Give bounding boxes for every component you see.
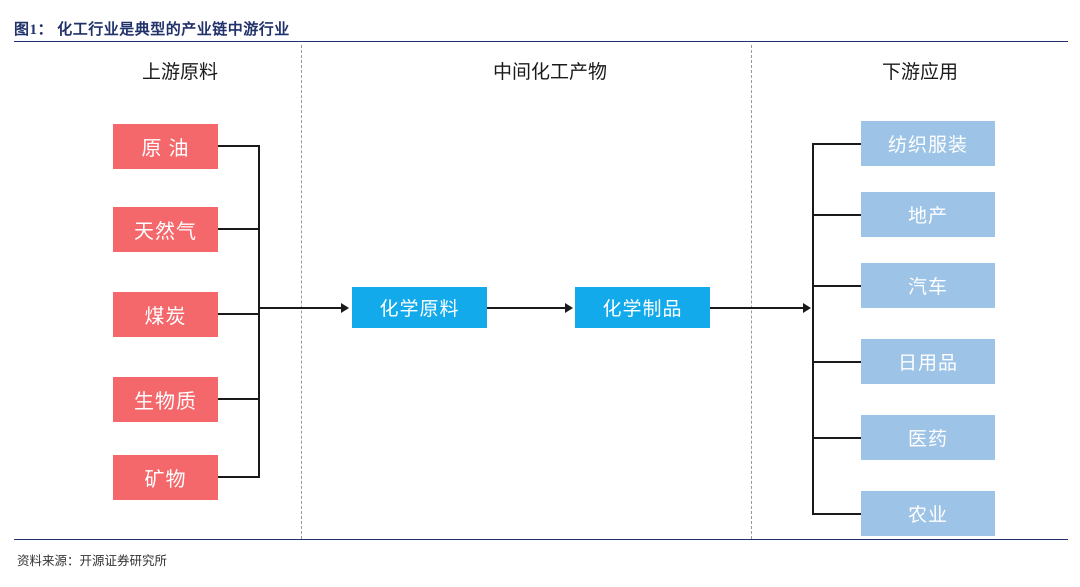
connector-stub-pharma <box>812 437 862 440</box>
connector-stub-textiles <box>812 143 862 146</box>
column-divider-upstream-midstream <box>301 45 302 539</box>
connector-stub-real-estate <box>812 214 862 217</box>
arrow-head-midstream-chain <box>565 303 573 313</box>
node-midstream-chemical-raw-materials[interactable]: 化学原料 <box>352 287 487 328</box>
node-upstream-natural-gas[interactable]: 天然气 <box>113 207 218 252</box>
connector-stub-automotive <box>812 285 862 288</box>
node-upstream-crude-oil[interactable]: 原 油 <box>113 124 218 169</box>
node-downstream-textiles-apparel[interactable]: 纺织服装 <box>861 121 995 166</box>
title-divider-rule <box>14 41 1068 42</box>
figure-title: 图1： 化工行业是典型的产业链中游行业 <box>14 22 290 38</box>
connector-arrow-upstream-to-midstream <box>258 307 342 309</box>
node-downstream-real-estate[interactable]: 地产 <box>861 192 995 237</box>
node-upstream-biomass[interactable]: 生物质 <box>113 377 218 422</box>
node-upstream-minerals[interactable]: 矿物 <box>113 455 218 500</box>
arrow-head-upstream-to-midstream <box>341 303 349 313</box>
connector-spine-downstream <box>812 143 815 515</box>
node-upstream-coal[interactable]: 煤炭 <box>113 292 218 337</box>
column-divider-midstream-downstream <box>751 45 752 539</box>
node-downstream-daily-goods[interactable]: 日用品 <box>861 339 995 384</box>
figure-source: 资料来源：开源证券研究所 <box>17 554 168 568</box>
connector-stub-agriculture <box>812 513 862 516</box>
column-header-midstream: 中间化工产物 <box>492 62 607 83</box>
connector-spine-upstream <box>258 145 261 478</box>
column-header-downstream: 下游应用 <box>881 62 958 83</box>
connector-stub-minerals <box>218 476 260 479</box>
connector-stub-crude-oil <box>218 145 260 148</box>
connector-stub-daily-goods <box>812 361 862 364</box>
source-divider-rule <box>14 539 1068 540</box>
connector-arrow-midstream-to-downstream <box>710 307 804 309</box>
connector-stub-natural-gas <box>218 228 260 231</box>
node-downstream-agriculture[interactable]: 农业 <box>861 491 995 536</box>
column-header-upstream: 上游原料 <box>141 62 218 83</box>
node-downstream-pharmaceuticals[interactable]: 医药 <box>861 415 995 460</box>
connector-stub-coal <box>218 313 260 316</box>
node-midstream-chemical-products[interactable]: 化学制品 <box>575 287 710 328</box>
connector-stub-biomass <box>218 398 260 401</box>
arrow-head-midstream-to-downstream <box>803 303 811 313</box>
node-downstream-automotive[interactable]: 汽车 <box>861 263 995 308</box>
connector-arrow-midstream-chain <box>487 307 567 309</box>
